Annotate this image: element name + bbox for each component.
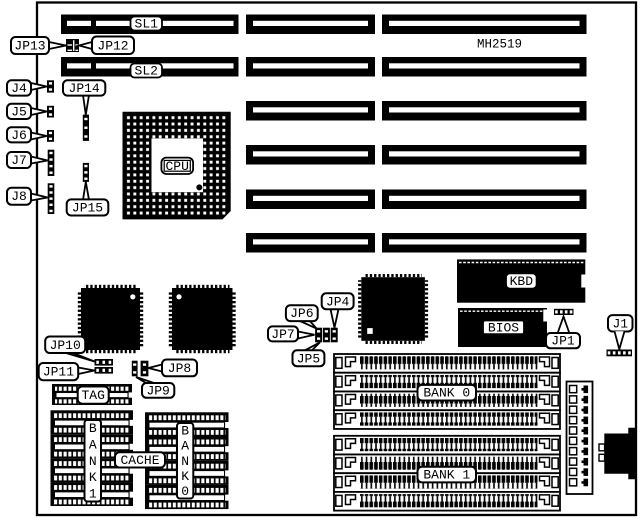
svg-text:SL1: SL1 — [135, 17, 159, 32]
svg-text:JP12: JP12 — [97, 38, 128, 53]
svg-text:J4: J4 — [11, 81, 27, 96]
svg-text:SL2: SL2 — [135, 64, 158, 79]
svg-text:JP15: JP15 — [72, 200, 103, 215]
svg-text:BIOS: BIOS — [488, 320, 519, 335]
svg-text:0: 0 — [181, 484, 189, 499]
svg-text:K: K — [89, 470, 97, 485]
svg-text:J6: J6 — [11, 128, 27, 143]
svg-text:J8: J8 — [11, 189, 27, 204]
svg-text:JP14: JP14 — [69, 81, 100, 96]
svg-text:KBD: KBD — [510, 274, 534, 289]
svg-text:JP1: JP1 — [551, 334, 575, 349]
svg-text:JP8: JP8 — [168, 361, 191, 376]
svg-text:K: K — [181, 469, 189, 484]
svg-text:TAG: TAG — [81, 388, 104, 403]
svg-text:N: N — [181, 454, 189, 469]
svg-text:N: N — [89, 454, 97, 469]
svg-text:BANK 1: BANK 1 — [423, 468, 470, 483]
svg-text:J1: J1 — [612, 316, 628, 331]
svg-text:A: A — [181, 439, 189, 454]
svg-text:J7: J7 — [11, 153, 27, 168]
svg-text:CPU: CPU — [165, 159, 188, 174]
svg-text:JP7: JP7 — [271, 327, 294, 342]
svg-text:CACHE: CACHE — [120, 453, 159, 468]
svg-text:JP13: JP13 — [14, 39, 45, 54]
svg-text:B: B — [181, 424, 189, 439]
svg-text:JP10: JP10 — [50, 338, 81, 353]
svg-text:JP9: JP9 — [146, 383, 169, 398]
svg-text:A: A — [89, 437, 97, 452]
svg-text:JP4: JP4 — [326, 294, 350, 309]
svg-text:MH2519: MH2519 — [477, 38, 522, 52]
svg-text:JP5: JP5 — [297, 351, 320, 366]
svg-text:B: B — [89, 421, 97, 436]
svg-text:JP11: JP11 — [43, 365, 74, 380]
svg-text:JP6: JP6 — [290, 306, 313, 321]
svg-text:1: 1 — [89, 486, 97, 501]
svg-text:BANK 0: BANK 0 — [423, 386, 470, 401]
svg-text:J5: J5 — [11, 104, 27, 119]
